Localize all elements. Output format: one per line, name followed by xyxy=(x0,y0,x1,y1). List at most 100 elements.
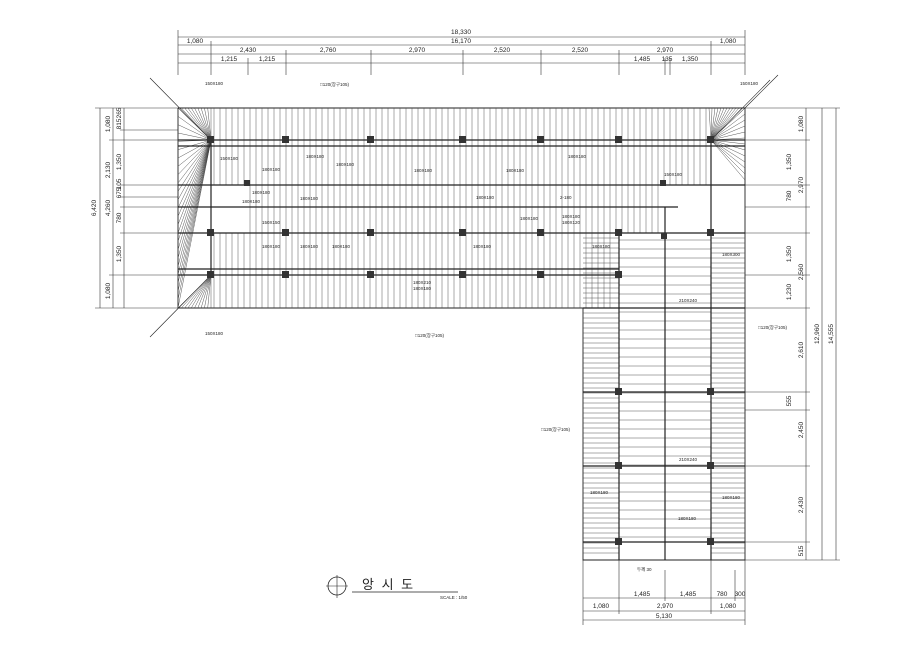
member-note: 150X180 xyxy=(205,81,224,86)
member-note: 180X180 xyxy=(252,190,271,195)
rafter-line xyxy=(710,113,746,141)
rafter-line xyxy=(710,139,746,181)
member-note: 180X180 xyxy=(413,286,432,291)
rafter-line xyxy=(710,139,746,151)
dim-right-inner: 12,960 xyxy=(814,324,821,344)
rafter-line xyxy=(177,107,212,141)
dim-left-part: 2,130 xyxy=(105,161,112,178)
dim-left-part: 675 xyxy=(116,187,123,198)
rafter-lines xyxy=(177,107,746,554)
member-note: 180X180 xyxy=(336,162,355,167)
dim-right-part: 2,610 xyxy=(798,341,805,358)
member-note: 2-180 xyxy=(560,195,572,200)
rafter-line xyxy=(184,274,212,309)
rafter-line xyxy=(177,139,212,292)
rafter-line xyxy=(207,274,212,309)
drawing-title: 앙 시 도 xyxy=(362,577,415,592)
rafter-line xyxy=(710,125,746,141)
rafter-line xyxy=(710,139,746,157)
dim-eave-left: 1,080 xyxy=(187,38,204,45)
member-note: 180X180 xyxy=(262,244,281,249)
member-note: 180X180 xyxy=(300,196,319,201)
dim-bottom-part: 2,970 xyxy=(657,603,674,610)
rafter-line xyxy=(177,139,212,234)
member-note: 180X180 xyxy=(414,168,433,173)
rafter-line xyxy=(710,107,746,141)
rafter-line xyxy=(710,107,728,141)
dim-left-part: 815 xyxy=(116,118,123,129)
rafter-line xyxy=(710,107,716,141)
rafter-line xyxy=(710,107,725,141)
member-note: 180X180 xyxy=(678,516,697,521)
drawing-title-block: 앙 시 도 SCALE : 1/50 xyxy=(326,575,468,600)
dim-bottom-sub: 1,485 xyxy=(680,591,697,598)
member-note: 210X240 xyxy=(679,457,698,462)
dim-sub: 1,215 xyxy=(221,56,238,63)
rafter-line xyxy=(710,139,746,163)
member-note: 150X180 xyxy=(664,172,683,177)
rafter-line xyxy=(710,139,746,169)
member-note: 150X180 xyxy=(205,331,224,336)
rafter-line xyxy=(177,139,212,284)
dim-eave-right: 1,080 xyxy=(720,38,737,45)
dim-sub: 135 xyxy=(662,56,673,63)
dim-left-inner: 4,260 xyxy=(105,199,112,216)
rafter-line xyxy=(204,274,212,309)
dim-right-part: 2,560 xyxy=(798,263,805,280)
rafter-line xyxy=(187,107,212,141)
drawing-scale: SCALE : 1/50 xyxy=(440,595,468,600)
dim-right-part: 2,450 xyxy=(798,421,805,438)
rafter-line xyxy=(710,131,746,141)
dim-right-part: 1,080 xyxy=(798,115,805,132)
rafter-line xyxy=(177,139,212,309)
dim-sub: 1,350 xyxy=(682,56,699,63)
rafter-line xyxy=(200,107,212,141)
rafter-line xyxy=(181,107,212,141)
dim-right-part: 2,430 xyxy=(798,496,805,513)
rafter-line xyxy=(710,107,713,141)
dim-right-part: 2,970 xyxy=(798,176,805,193)
dim-right-part: 515 xyxy=(798,545,805,556)
rafter-line xyxy=(710,107,722,141)
left-dimension-texts: 6,420 4,260 1,080 815 265 1,350 2,130 67… xyxy=(91,107,123,299)
dim-inner-width: 16,170 xyxy=(451,38,471,45)
rafter-line xyxy=(191,274,212,309)
left-dimension-lines xyxy=(95,107,178,309)
rafter-line xyxy=(187,274,212,309)
rafter-line xyxy=(177,116,212,141)
right-dimension-lines xyxy=(745,107,840,561)
rafter-line xyxy=(177,139,212,242)
dim-right-part: 1,350 xyxy=(786,153,793,170)
top-dimension-texts: 18,330 16,170 1,080 1,080 2,430 2,760 2,… xyxy=(187,29,737,63)
rafter-line xyxy=(207,107,212,141)
dim-left-part: 1,080 xyxy=(105,115,112,132)
member-note: 150X150 xyxy=(262,220,281,225)
rafter-line xyxy=(177,139,212,217)
member-note: 180X180 xyxy=(722,495,741,500)
rafter-line xyxy=(710,119,746,141)
dim-left-part: 1,350 xyxy=(116,153,123,170)
member-note: 180X180 xyxy=(520,216,539,221)
member-note: 180X180 xyxy=(300,244,319,249)
dim-right-part: 1,230 xyxy=(786,283,793,300)
rafter-line xyxy=(197,274,212,309)
dim-sub: 1,215 xyxy=(259,56,276,63)
member-note: 180X180 xyxy=(476,195,495,200)
member-note: 180X180 xyxy=(262,167,281,172)
dim-bottom-sub: 780 xyxy=(717,591,728,598)
rafter-line xyxy=(200,274,212,309)
rafter-line xyxy=(710,107,719,141)
rafter-line xyxy=(177,132,212,141)
rafter-line xyxy=(708,107,712,141)
dim-bottom-sub: 1,485 xyxy=(634,591,651,598)
member-note: 180X210 xyxy=(413,280,432,285)
rafter-line xyxy=(710,107,731,141)
dim-left-part: 265 xyxy=(116,107,123,118)
dim-right-part: 780 xyxy=(786,190,793,201)
member-note: 두께 30 xyxy=(637,566,652,573)
rafter-line xyxy=(177,274,212,309)
member-note: 150X180 xyxy=(220,156,239,161)
member-note: 150X180 xyxy=(740,81,759,86)
rafter-line xyxy=(184,107,212,141)
